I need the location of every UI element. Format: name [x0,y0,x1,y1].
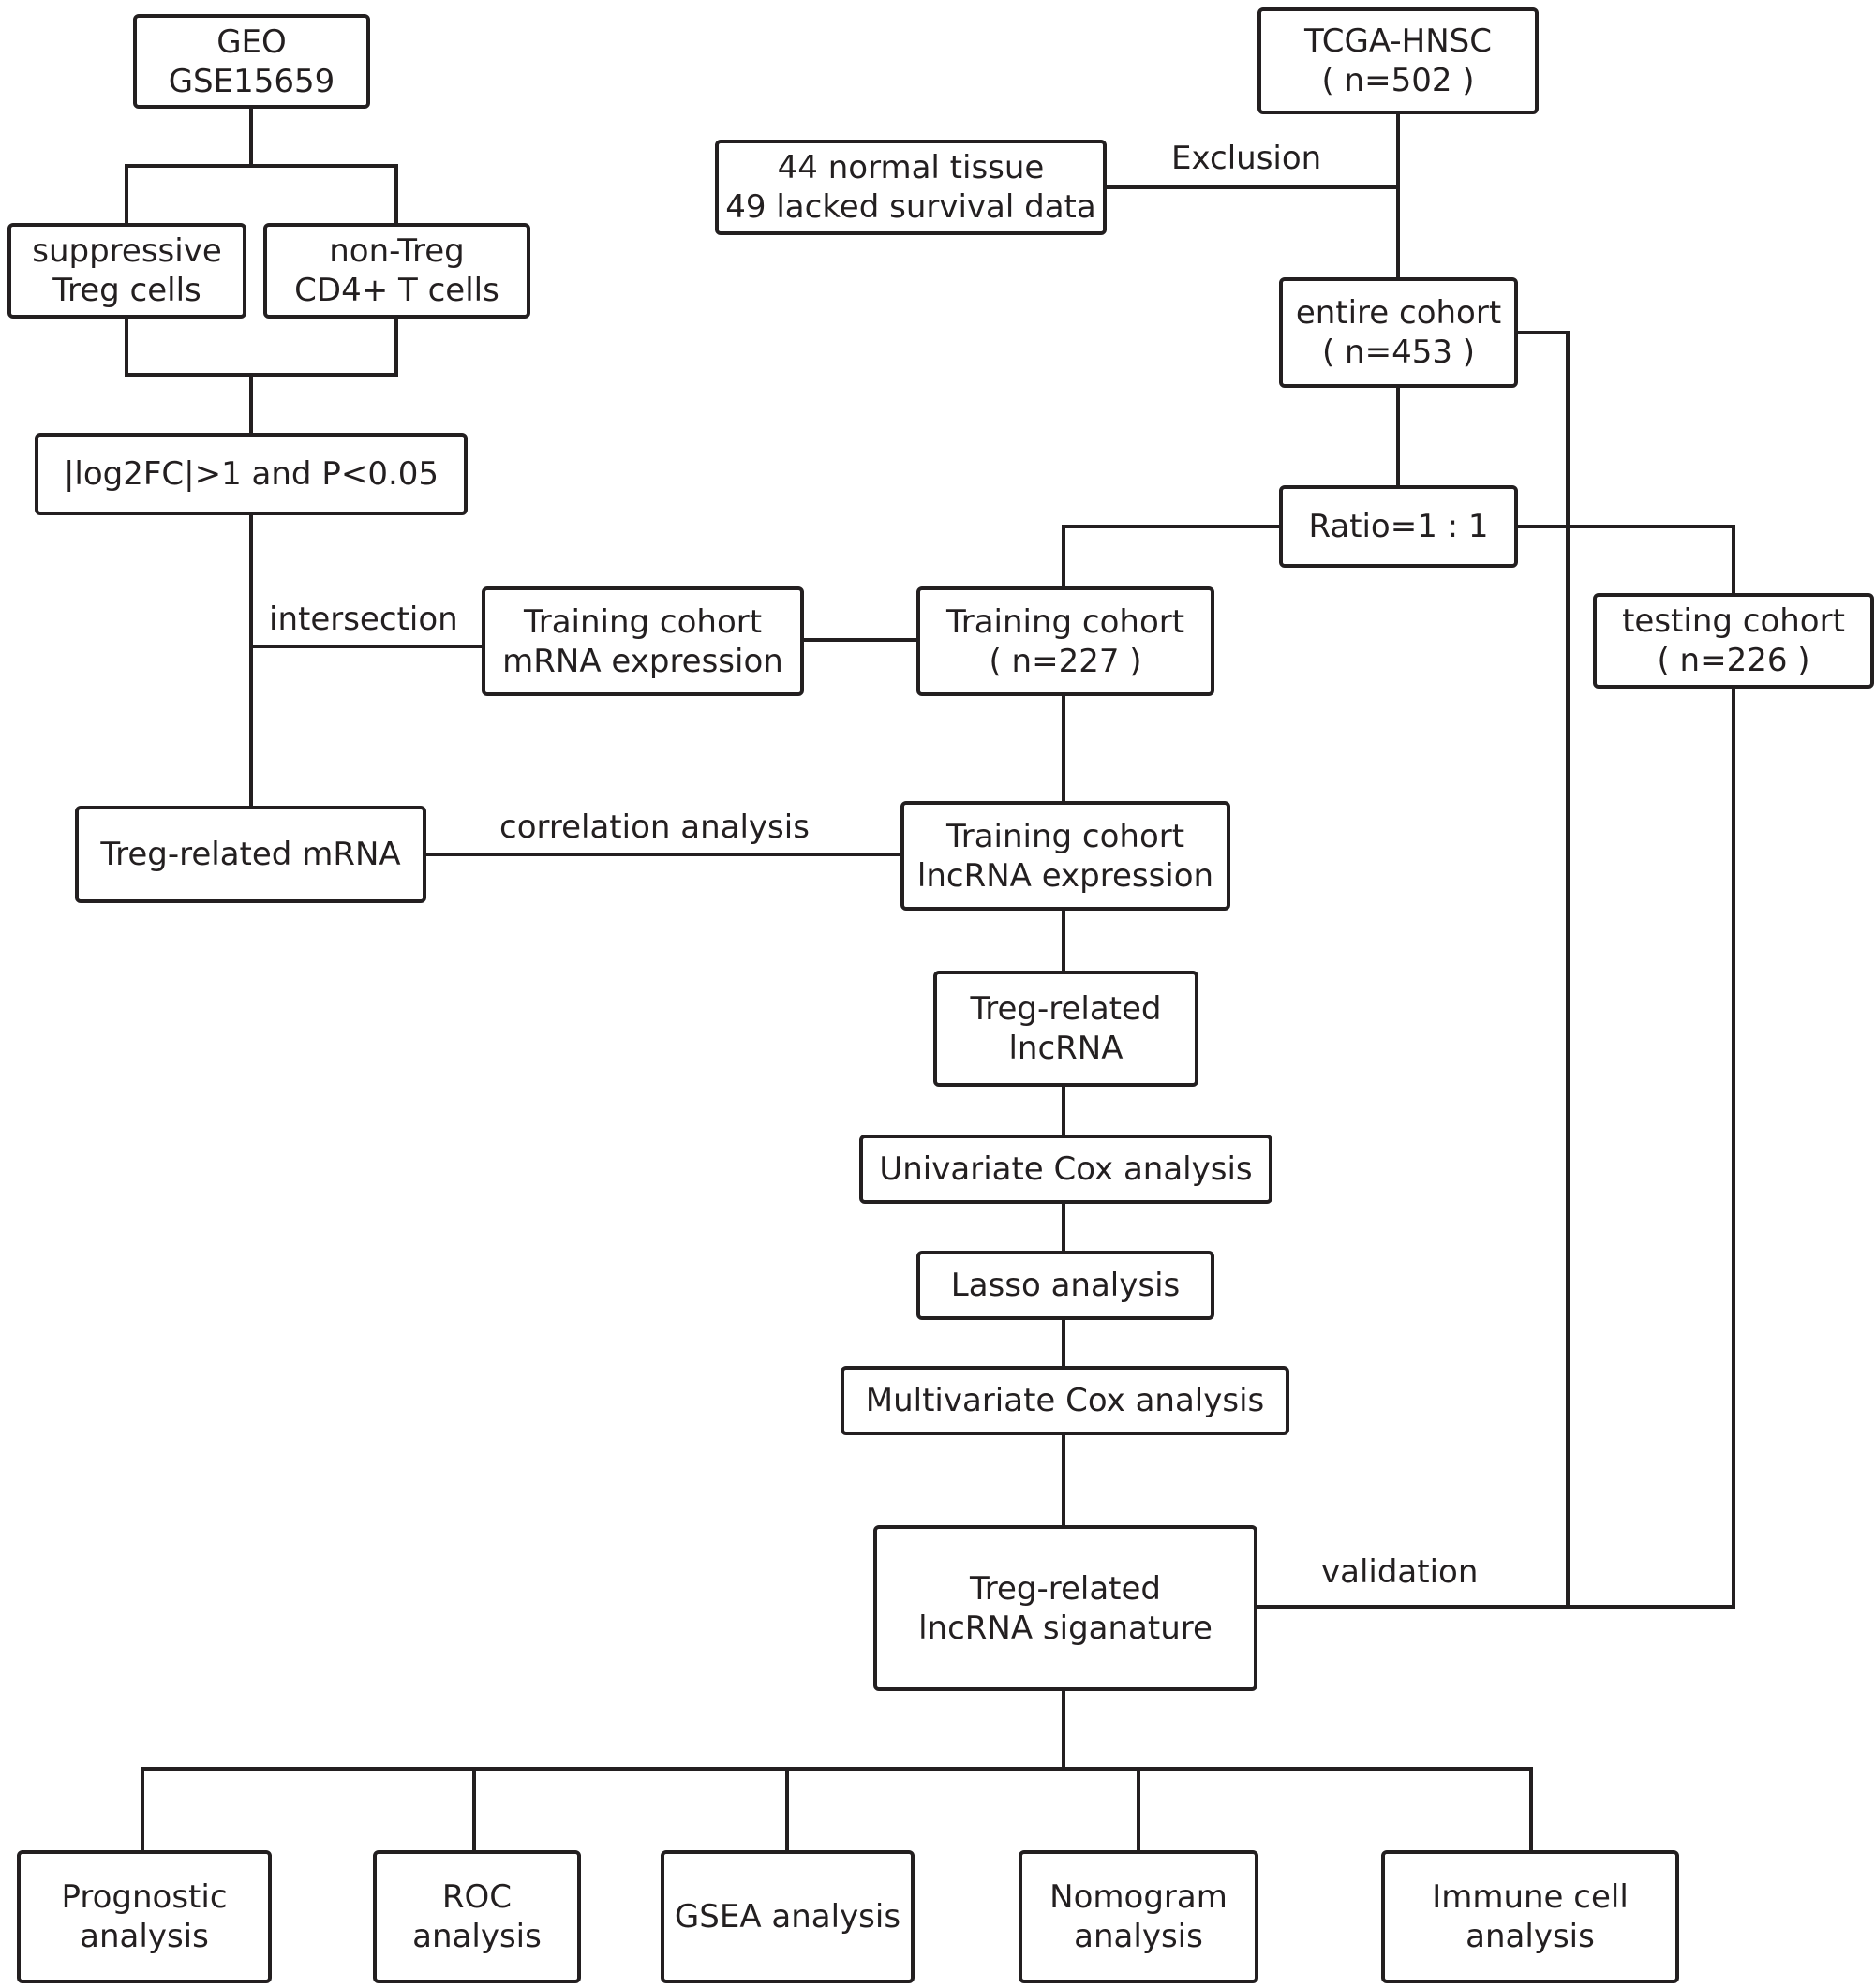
node-ratio: Ratio=1 : 1 [1279,485,1518,568]
node-text: GSEA analysis [674,1898,901,1936]
node-entire-cohort: entire cohort ( n=453 ) [1279,277,1518,388]
node-text: non-Treg [329,232,465,270]
node-excluded: 44 normal tissue 49 lacked survival data [715,140,1107,235]
node-prognostic: Prognostic analysis [17,1850,272,1983]
node-text: GSE15659 [168,62,335,100]
node-text: Prognostic [61,1878,228,1916]
node-text: Nomogram [1049,1878,1228,1916]
node-nontreg: non-Treg CD4+ T cells [263,223,530,319]
node-text: Treg-related mRNA [100,836,401,873]
node-treg-mrna: Treg-related mRNA [75,806,426,903]
node-text: entire cohort [1295,294,1502,332]
node-text: mRNA expression [502,642,783,680]
node-text: 44 normal tissue [777,149,1045,186]
node-text: ROC [441,1878,513,1916]
node-training-lncrna: Training cohort lncRNA expression [900,801,1230,911]
node-lasso: Lasso analysis [916,1251,1214,1320]
edge-label-validation: validation [1321,1553,1479,1591]
connector [1062,525,1281,590]
node-testing-cohort: testing cohort ( n=226 ) [1593,593,1874,689]
node-text: Treg-related [969,1569,1162,1608]
node-geo: GEO GSE15659 [133,14,370,109]
node-text: lncRNA [1008,1030,1124,1067]
edge-label-exclusion: Exclusion [1171,140,1322,177]
node-text: Training cohort [523,602,763,641]
node-nomogram: Nomogram analysis [1019,1850,1258,1983]
node-roc: ROC analysis [373,1850,581,1983]
node-immune-cell: Immune cell analysis [1381,1850,1679,1983]
node-text: ( n=502 ) [1321,62,1475,99]
node-gsea: GSEA analysis [661,1850,915,1983]
edge-label-intersection: intersection [269,601,458,638]
node-text: Training cohort [945,817,1185,855]
node-training-cohort: Training cohort ( n=227 ) [916,586,1214,696]
node-text: ( n=227 ) [989,642,1142,680]
node-text: lncRNA siganature [918,1609,1213,1647]
node-log2fc: |log2FC|>1 and P<0.05 [35,433,468,515]
node-text: Immune cell [1432,1878,1629,1916]
node-text: Treg-related [970,990,1162,1028]
connector [1514,331,1570,1609]
node-text: testing cohort [1622,602,1845,640]
node-multivariate-cox: Multivariate Cox analysis [841,1366,1289,1435]
node-text: Training cohort [945,602,1185,641]
node-treg-lncrna: Treg-related lncRNA [933,971,1198,1087]
node-text: GEO [216,22,287,61]
node-text: |log2FC|>1 and P<0.05 [63,455,439,493]
node-text: Univariate Cox analysis [879,1150,1253,1188]
connector [1514,525,1735,597]
node-tcga: TCGA-HNSC ( n=502 ) [1257,7,1539,114]
node-text: ( n=226 ) [1657,642,1810,679]
node-text: analysis [1466,1918,1595,1955]
node-univariate-cox: Univariate Cox analysis [859,1135,1272,1204]
node-suppressive-treg: suppressive Treg cells [7,223,246,319]
node-text: 49 lacked survival data [725,188,1096,226]
node-text: TCGA-HNSC [1304,22,1492,60]
node-signature: Treg-related lncRNA siganature [873,1525,1257,1691]
node-text: analysis [1074,1918,1203,1955]
edge-label-correlation: correlation analysis [499,809,810,846]
node-text: Lasso analysis [950,1267,1181,1304]
node-text: Multivariate Cox analysis [865,1382,1265,1419]
node-text: CD4+ T cells [294,272,499,309]
node-text: Ratio=1 : 1 [1308,508,1489,545]
node-text: suppressive [32,232,222,270]
node-text: lncRNA expression [916,856,1214,895]
node-training-mrna: Training cohort mRNA expression [482,586,804,696]
node-text: Treg cells [52,272,201,309]
node-text: analysis [80,1918,209,1955]
node-text: analysis [412,1918,542,1955]
node-text: ( n=453 ) [1321,334,1476,371]
